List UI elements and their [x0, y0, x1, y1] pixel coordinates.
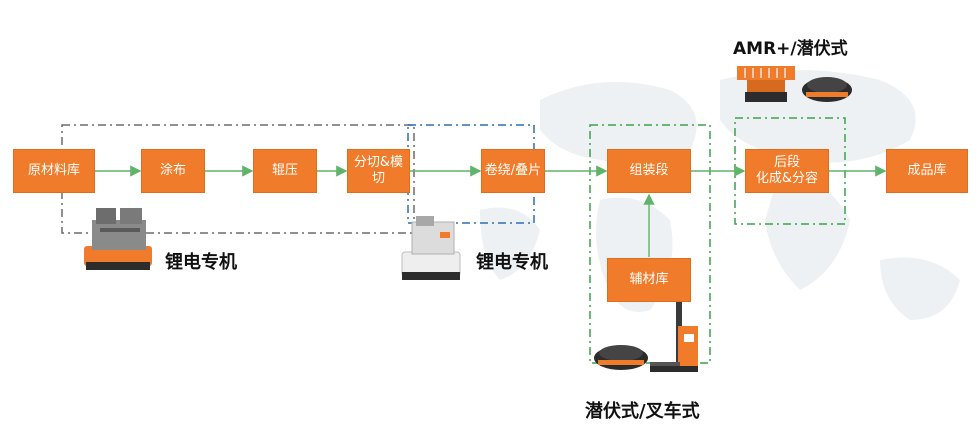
- node-rolling-label: 辊压: [271, 163, 298, 178]
- node-aux-material: 辅材库: [607, 258, 691, 302]
- lithium-agv-white-icon: [401, 216, 461, 280]
- forklift-agv-icon: [650, 302, 698, 372]
- lithium-agv-icon: [84, 208, 152, 270]
- node-assembly-label: 组装段: [629, 163, 669, 178]
- node-backend: 后段 化成&分容: [745, 149, 829, 193]
- jacking-robot-icon: [802, 77, 852, 102]
- node-coating: 涂布: [141, 149, 205, 193]
- node-coating-label: 涂布: [159, 163, 186, 178]
- jacking-robot-icon: [594, 345, 648, 370]
- node-backend-label-2: 化成&分容: [755, 171, 819, 186]
- node-backend-label-1: 后段: [773, 155, 800, 170]
- label-lithium-special-1: 锂电专机: [165, 252, 237, 273]
- label-lithium-special-2: 锂电专机: [476, 252, 548, 273]
- node-slitting-label: 分切&模切: [353, 155, 404, 186]
- node-finished-label: 成品库: [907, 163, 947, 178]
- label-amr-jacking: AMR+/潜伏式: [733, 39, 848, 59]
- node-winding-label: 卷绕/叠片: [484, 163, 542, 178]
- node-assembly: 组装段: [607, 149, 691, 193]
- node-raw-material-label: 原材料库: [27, 163, 80, 178]
- label-jacking-forklift: 潜伏式/叉车式: [585, 401, 700, 422]
- amr-roller-icon: [737, 66, 795, 102]
- node-raw-material: 原材料库: [13, 149, 95, 193]
- node-aux-material-label: 辅材库: [629, 272, 669, 287]
- node-rolling: 辊压: [253, 149, 317, 193]
- node-finished: 成品库: [886, 149, 968, 193]
- node-winding: 卷绕/叠片: [481, 149, 545, 193]
- node-slitting: 分切&模切: [347, 149, 410, 193]
